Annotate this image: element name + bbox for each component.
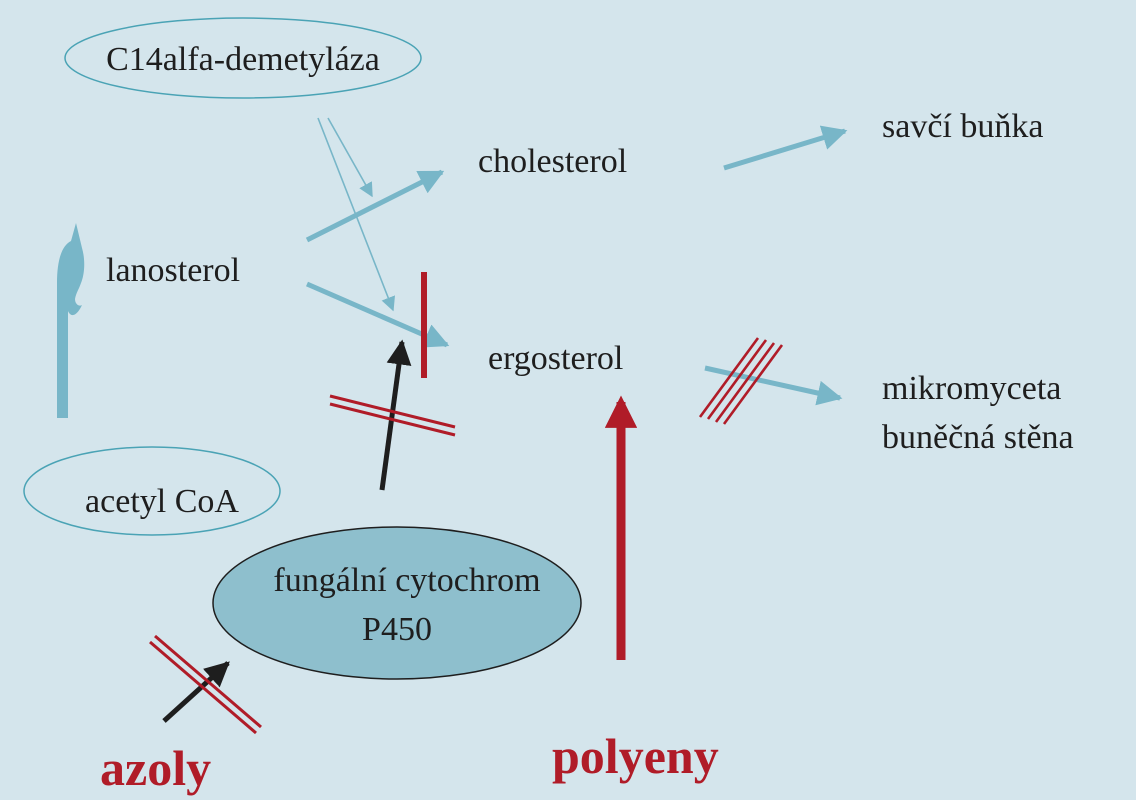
mammal-cell-label: savčí buňka (882, 108, 1043, 145)
cholesterol-to-mammal-cell-arrow (723, 125, 848, 171)
enzyme-to-cholesterol-arrow (327, 117, 373, 198)
azoles-arrow (162, 661, 230, 723)
ergosterol-to-fungus-arrow (704, 365, 843, 406)
azoles-label: azoly (100, 740, 211, 796)
acetyl-ellipse (23, 446, 281, 536)
cholesterol-label: cholesterol (478, 143, 627, 180)
polyenes-label: polyeny (552, 728, 719, 784)
enzyme-label: C14alfa-demetyláza (106, 41, 380, 78)
lanosterol-label: lanosterol (106, 252, 240, 289)
enzyme-ellipse (64, 17, 422, 99)
ergosterol-label: ergosterol (488, 340, 623, 377)
acetyl-node: acetyl CoA (23, 446, 281, 536)
acetyl-label: acetyl CoA (85, 483, 239, 520)
fungal-wall-disruption-slashes (698, 337, 784, 425)
fungus-label-line1: mikromyceta (882, 370, 1061, 407)
azoles-inhibition-cross (149, 634, 262, 735)
cytochrome-ellipse (212, 526, 582, 680)
fungus-label-line2: buněčná stěna (882, 419, 1074, 456)
p450-inhibition-cross (329, 394, 456, 437)
enzyme-node: C14alfa-demetyláza (64, 17, 422, 99)
p450-to-ergosterol-arrow (379, 339, 412, 491)
cytochrome-label-line1: fungální cytochrom (273, 562, 540, 599)
acetyl-to-lanosterol-arrow (57, 223, 85, 418)
lanosterol-to-cholesterol-arrow (305, 169, 445, 243)
cytochrome-label-line2: P450 (362, 611, 432, 648)
cytochrome-node: fungální cytochrom P450 (212, 526, 582, 680)
